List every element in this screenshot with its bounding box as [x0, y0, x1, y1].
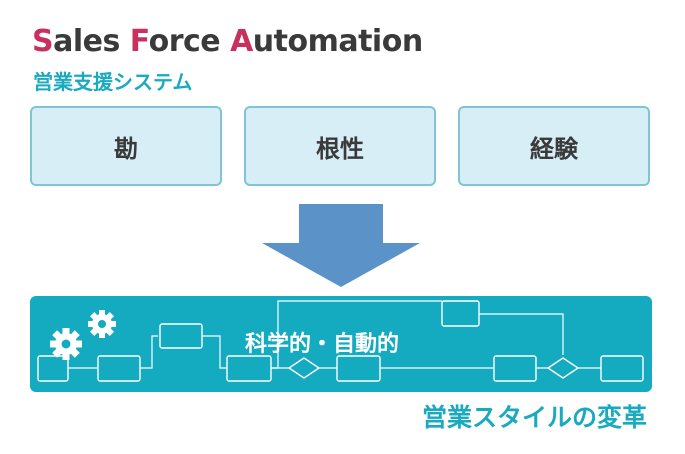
flow-connectors: [68, 300, 601, 369]
process-band: [30, 296, 652, 392]
before-box-label: 根性: [316, 134, 364, 163]
title-word-automation: utomation: [252, 24, 423, 59]
flow-decision: [287, 357, 321, 379]
before-box-experience: 経験: [458, 106, 650, 186]
process-flow-diagram: [37, 300, 644, 382]
before-box-intuition: 勘: [30, 106, 222, 186]
flow-decision: [546, 357, 580, 379]
flow-step: [226, 355, 272, 382]
flow-step: [600, 355, 644, 382]
before-box-guts: 根性: [244, 106, 436, 186]
before-box-label: 経験: [530, 134, 578, 163]
flow-step: [336, 355, 381, 382]
page-title: Sales Force Automation: [32, 24, 423, 59]
flow-step: [441, 300, 480, 327]
flow-step: [97, 355, 141, 382]
before-box-label: 勘: [114, 134, 138, 163]
flow-step: [493, 355, 537, 382]
title-word-sales: ales: [53, 24, 130, 59]
flow-step: [159, 323, 203, 349]
title-initial-s: S: [32, 24, 54, 59]
flow-nodes: [37, 300, 644, 382]
bottom-caption: 営業スタイルの変革: [421, 403, 647, 432]
gears-icon: [50, 310, 116, 360]
title-initial-a: A: [230, 24, 253, 59]
page-subtitle: 営業支援システム: [33, 70, 193, 94]
title-initial-f: F: [129, 24, 149, 59]
band-label: 科学的・自動的: [245, 332, 400, 357]
title-word-force: orce: [148, 24, 231, 59]
flow-step: [37, 355, 69, 382]
